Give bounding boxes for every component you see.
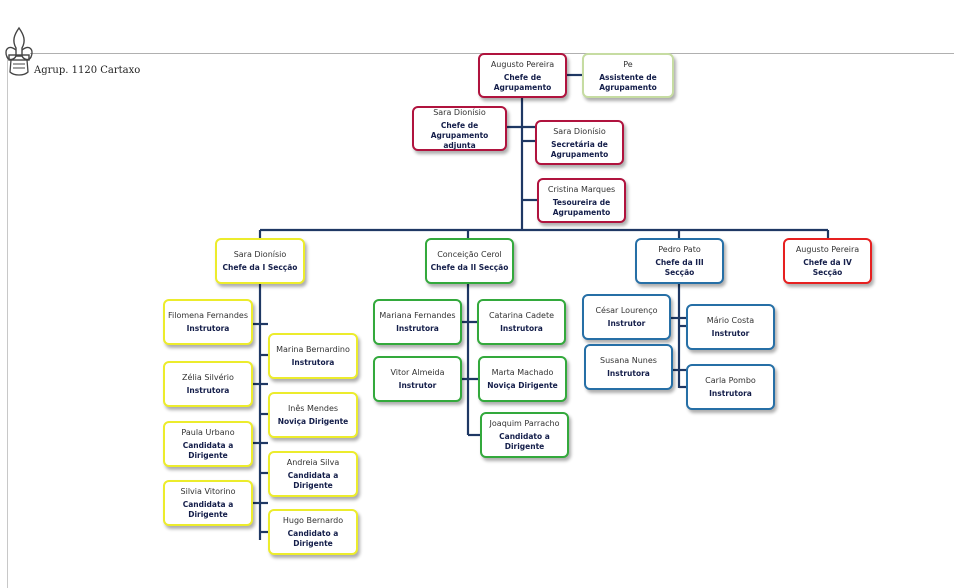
node-name: Sara Dionísio xyxy=(233,250,287,259)
node-name: Andreia Silva xyxy=(286,458,340,467)
node-name: Zélia Silvério xyxy=(182,373,234,382)
node-vitor-almeida: Vitor Almeida Instrutor xyxy=(373,356,462,402)
node-name: Hugo Bernardo xyxy=(282,516,344,525)
node-name: Vitor Almeida xyxy=(390,368,445,377)
node-name: Joaquim Parracho xyxy=(489,419,560,428)
node-catarina-cadete: Catarina Cadete Instrutora xyxy=(477,299,566,345)
node-andreia-silva: Andreia Silva Candidata a Dirigente xyxy=(268,451,358,497)
node-secretaria: Sara Dionísio Secretária de Agrupamento xyxy=(535,120,624,165)
node-name: Marta Machado xyxy=(491,368,554,377)
node-role: Instrutora xyxy=(396,324,439,333)
node-name: Carla Pombo xyxy=(705,376,756,385)
node-role: Chefe de Agrupamento adjunta xyxy=(430,120,489,150)
node-zelia-silverio: Zélia Silvério Instrutora xyxy=(163,361,253,407)
node-chefe-ii-seccao: Conceição Cerol Chefe da II Secção xyxy=(425,238,514,284)
node-role: Instrutora xyxy=(500,324,543,333)
node-role: Chefe da IV Secção xyxy=(803,258,852,277)
node-name: Mário Costa xyxy=(706,316,755,325)
node-silvia-vitorino: Silvia Vitorino Candidata a Dirigente xyxy=(163,480,253,526)
node-name: Catarina Cadete xyxy=(488,311,555,320)
node-marta-machado: Marta Machado Noviça Dirigente xyxy=(478,356,567,402)
node-name: Marina Bernardino xyxy=(276,345,350,354)
node-tesoureira: Cristina Marques Tesoureira de Agrupamen… xyxy=(537,178,626,223)
node-paula-urbano: Paula Urbano Candidata a Dirigente xyxy=(163,421,253,467)
node-role: Tesoureira de Agrupamento xyxy=(552,197,611,217)
node-role: Candidato a Dirigente xyxy=(287,529,339,548)
node-mario-costa: Mário Costa Instrutor xyxy=(686,304,775,350)
node-name: César Lourenço xyxy=(595,306,658,315)
node-name: Inês Mendes xyxy=(287,404,339,413)
node-role: Instrutora xyxy=(709,389,752,398)
node-name: Augusto Pereira xyxy=(490,59,555,69)
node-name: Cristina Marques xyxy=(547,184,616,194)
node-role: Noviça Dirigente xyxy=(277,417,349,426)
node-name: Silvia Vitorino xyxy=(180,487,236,496)
node-role: Assistente de Agrupamento xyxy=(599,72,657,92)
node-name: Pedro Pato xyxy=(658,245,701,254)
node-role: Candidata a Dirigente xyxy=(287,471,339,490)
node-ines-mendes: Inês Mendes Noviça Dirigente xyxy=(268,392,358,438)
node-chefe-iv-seccao: Augusto Pereira Chefe da IV Secção xyxy=(783,238,872,284)
node-role: Instrutor xyxy=(607,319,646,328)
node-carla-pombo: Carla Pombo Instrutora xyxy=(686,364,775,410)
node-chefe-iii-seccao: Pedro Pato Chefe da III Secção xyxy=(635,238,724,284)
node-role: Instrutora xyxy=(291,358,335,367)
node-marina-bernardino: Marina Bernardino Instrutora xyxy=(268,333,358,379)
node-role: Instrutora xyxy=(186,386,230,395)
node-role: Secretária de Agrupamento xyxy=(550,139,609,159)
node-name: Susana Nunes xyxy=(600,356,657,365)
node-name: Mariana Fernandes xyxy=(379,311,456,320)
node-joaquim-parracho: Joaquim Parracho Candidato a Dirigente xyxy=(480,412,569,458)
group-name-label: Agrup. 1120 Cartaxo xyxy=(34,65,141,76)
node-role: Chefe de Agrupamento xyxy=(493,72,552,92)
left-margin-divider xyxy=(7,56,8,588)
node-assistente: Pe Assistente de Agrupamento xyxy=(582,53,674,98)
node-name: Sara Dionísio xyxy=(553,126,606,136)
node-name: Augusto Pereira xyxy=(795,245,860,254)
node-name: Pe xyxy=(623,59,633,69)
node-role: Instrutor xyxy=(711,329,750,338)
node-chefe-i-seccao: Sara Dionísio Chefe da I Secção xyxy=(215,238,305,284)
node-role: Noviça Dirigente xyxy=(487,381,558,390)
node-role: Chefe da II Secção xyxy=(430,263,509,272)
fleur-de-lis-logo-icon xyxy=(5,26,33,76)
node-role: Candidato a Dirigente xyxy=(499,432,550,451)
node-name: Conceição Cerol xyxy=(437,250,502,259)
node-name: Filomena Fernandes xyxy=(167,311,249,320)
node-name: Paula Urbano xyxy=(181,428,235,437)
node-chefe-adjunta: Sara Dionísio Chefe de Agrupamento adjun… xyxy=(412,106,507,151)
node-role: Chefe da III Secção xyxy=(655,258,704,277)
node-chefe-agrupamento: Augusto Pereira Chefe de Agrupamento xyxy=(478,53,567,98)
node-role: Chefe da I Secção xyxy=(222,263,298,272)
node-mariana-fernandes: Mariana Fernandes Instrutora xyxy=(373,299,462,345)
node-role: Instrutor xyxy=(398,381,437,390)
node-role: Instrutora xyxy=(607,369,650,378)
node-role: Candidata a Dirigente xyxy=(182,441,234,460)
node-name: Sara Dionísio xyxy=(433,107,486,117)
node-hugo-bernardo: Hugo Bernardo Candidato a Dirigente xyxy=(268,509,358,555)
node-role: Candidata a Dirigente xyxy=(182,500,234,519)
node-role: Instrutora xyxy=(186,324,230,333)
node-filomena-fernandes: Filomena Fernandes Instrutora xyxy=(163,299,253,345)
node-cesar-lourenco: César Lourenço Instrutor xyxy=(582,294,671,340)
node-susana-nunes: Susana Nunes Instrutora xyxy=(584,344,673,390)
